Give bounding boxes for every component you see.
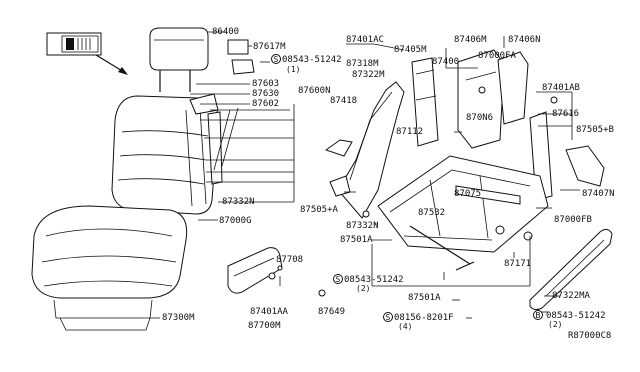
screw-symbol-a: S: [274, 55, 279, 64]
label-870N6: 870N6: [466, 113, 493, 123]
label-87406N: 87406N: [508, 35, 541, 45]
label-87332N-b: 87332N: [346, 221, 379, 231]
label-87000FB: 87000FB: [554, 215, 592, 225]
label-87505B: 87505+B: [576, 125, 614, 135]
screw-symbol-icons: [271, 54, 543, 322]
label-08543-c: 08543-51242: [546, 311, 606, 321]
headrest-part: [149, 27, 209, 92]
label-87000FA: 87000FA: [478, 51, 517, 61]
seat-track-frame-part: [362, 155, 549, 271]
seat-back-frame-part: [324, 57, 439, 219]
label-08543-b-qty: (2): [356, 284, 370, 293]
label-87649: 87649: [318, 307, 345, 317]
label-87617M: 87617M: [253, 42, 286, 52]
label-87501A-a: 87501A: [340, 235, 373, 245]
side-cover-part: [529, 228, 613, 311]
label-87112: 87112: [396, 127, 423, 137]
screw-symbol-b: S: [336, 275, 341, 284]
label-87401AA: 87401AA: [250, 307, 289, 317]
bracket-parts: [189, 39, 255, 185]
screw-symbol-c: S: [386, 313, 391, 322]
label-87000G: 87000G: [219, 216, 252, 226]
label-86400: 86400: [212, 27, 239, 37]
label-87708: 87708: [276, 255, 303, 265]
label-08156: 08156-8201F: [394, 313, 454, 323]
label-87407N: 87407N: [582, 189, 615, 199]
seat-back-part: [111, 95, 219, 215]
label-87418: 87418: [330, 96, 357, 106]
label-87322MA: 87322MA: [552, 291, 591, 301]
label-87405M: 87405M: [394, 45, 427, 55]
diagram-code: R87000C8: [568, 331, 611, 341]
vehicle-orientation-icon: [46, 32, 128, 75]
label-87400: 87400: [432, 57, 459, 67]
label-08543-a: 08543-51242: [282, 55, 342, 65]
label-87318M: 87318M: [346, 59, 379, 69]
label-08543-b: 08543-51242: [344, 275, 404, 285]
label-87600N: 87600N: [298, 86, 331, 96]
label-87505A: 87505+A: [300, 205, 339, 215]
label-87401AC: 87401AC: [346, 35, 384, 45]
label-87406M: 87406M: [454, 35, 487, 45]
label-87332N-a: 87332N: [222, 197, 255, 207]
label-87401AB: 87401AB: [542, 83, 580, 93]
label-08543-c-qty: (2): [548, 320, 562, 329]
label-87616: 87616: [552, 109, 579, 119]
label-87630: 87630: [252, 89, 279, 99]
label-87700M: 87700M: [248, 321, 281, 331]
label-08543-a-qty: (1): [286, 65, 300, 74]
label-08156-qty: (4): [398, 322, 412, 331]
label-87171: 87171: [504, 259, 531, 269]
label-87603: 87603: [252, 79, 279, 89]
label-87075: 87075: [454, 189, 481, 199]
label-87532: 87532: [418, 208, 445, 218]
label-87602: 87602: [252, 99, 279, 109]
side-trim-parts: [457, 49, 605, 201]
label-87322M: 87322M: [352, 70, 385, 80]
label-87501A-b: 87501A: [408, 293, 441, 303]
label-87300M: 87300M: [162, 313, 195, 323]
leader-lines: [150, 31, 580, 319]
armrest-part: [227, 247, 326, 297]
seat-cushion-part: [31, 205, 188, 331]
bolt-symbol: B: [536, 311, 541, 320]
